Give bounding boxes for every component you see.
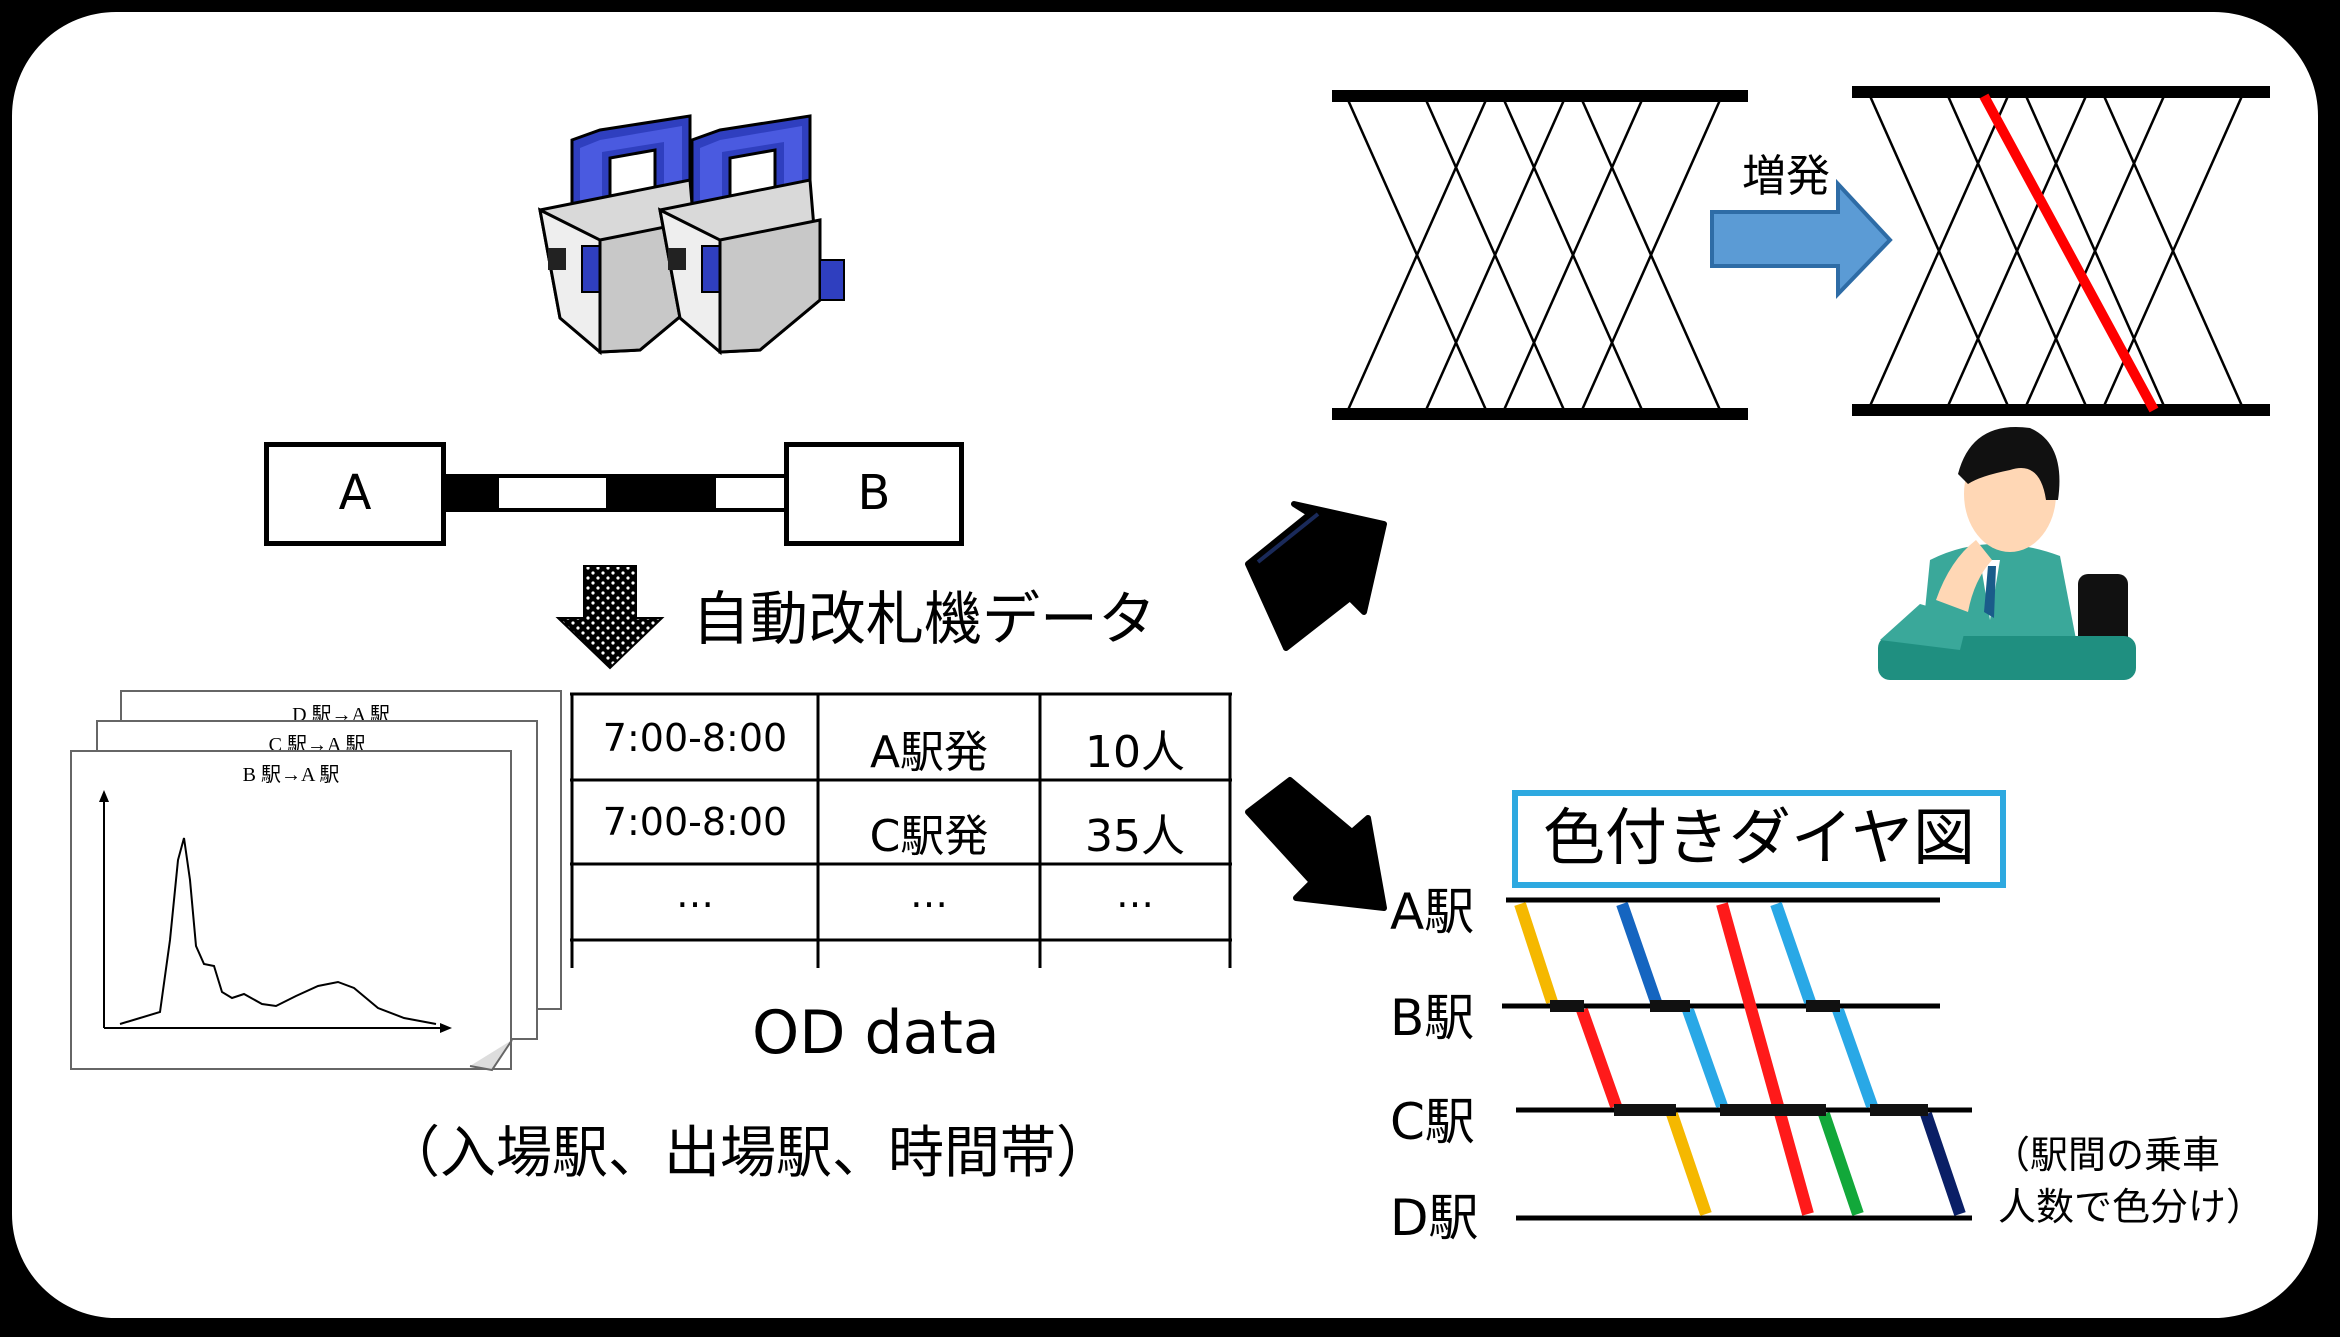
od-cell-r2-c1: 7:00-8:00 — [602, 800, 788, 844]
station-label-c: C駅 — [1390, 1093, 1475, 1151]
od-description: （入場駅、出場駅、時間帯） — [384, 1121, 1112, 1186]
od-data-label: OD data — [752, 998, 1000, 1068]
station-label-b: B駅 — [1390, 989, 1475, 1047]
od-cell-r1-c3: 10人 — [1085, 727, 1185, 778]
increase-label: 増発 — [1742, 151, 1830, 202]
station-box-a: A — [264, 442, 446, 546]
station-label-d: D駅 — [1390, 1189, 1479, 1247]
od-cell-r3-c1: … — [676, 872, 714, 916]
od-cell-r1-c1: 7:00-8:00 — [602, 716, 788, 760]
diagram-title: 色付きダイヤ図 — [1512, 790, 2006, 888]
diagram-note-2: 人数で色分け） — [1998, 1185, 2265, 1229]
od-cell-r2-c2: C駅発 — [869, 811, 989, 862]
diagram-note-1: （駅間の乗車 — [1992, 1133, 2221, 1177]
gate-data-label: 自動改札機データ — [692, 585, 1157, 653]
station-box-b: B — [784, 442, 964, 546]
station-label-a: A駅 — [1390, 883, 1475, 941]
od-cell-r1-c2: A駅発 — [869, 727, 989, 778]
od-cell-r3-c3: … — [1116, 872, 1154, 916]
od-cell-r2-c3: 35人 — [1085, 811, 1185, 862]
od-cell-r3-c2: … — [910, 872, 948, 916]
added-train-line — [1979, 93, 2159, 413]
page-title-b: B 駅→A 駅 — [242, 764, 340, 786]
